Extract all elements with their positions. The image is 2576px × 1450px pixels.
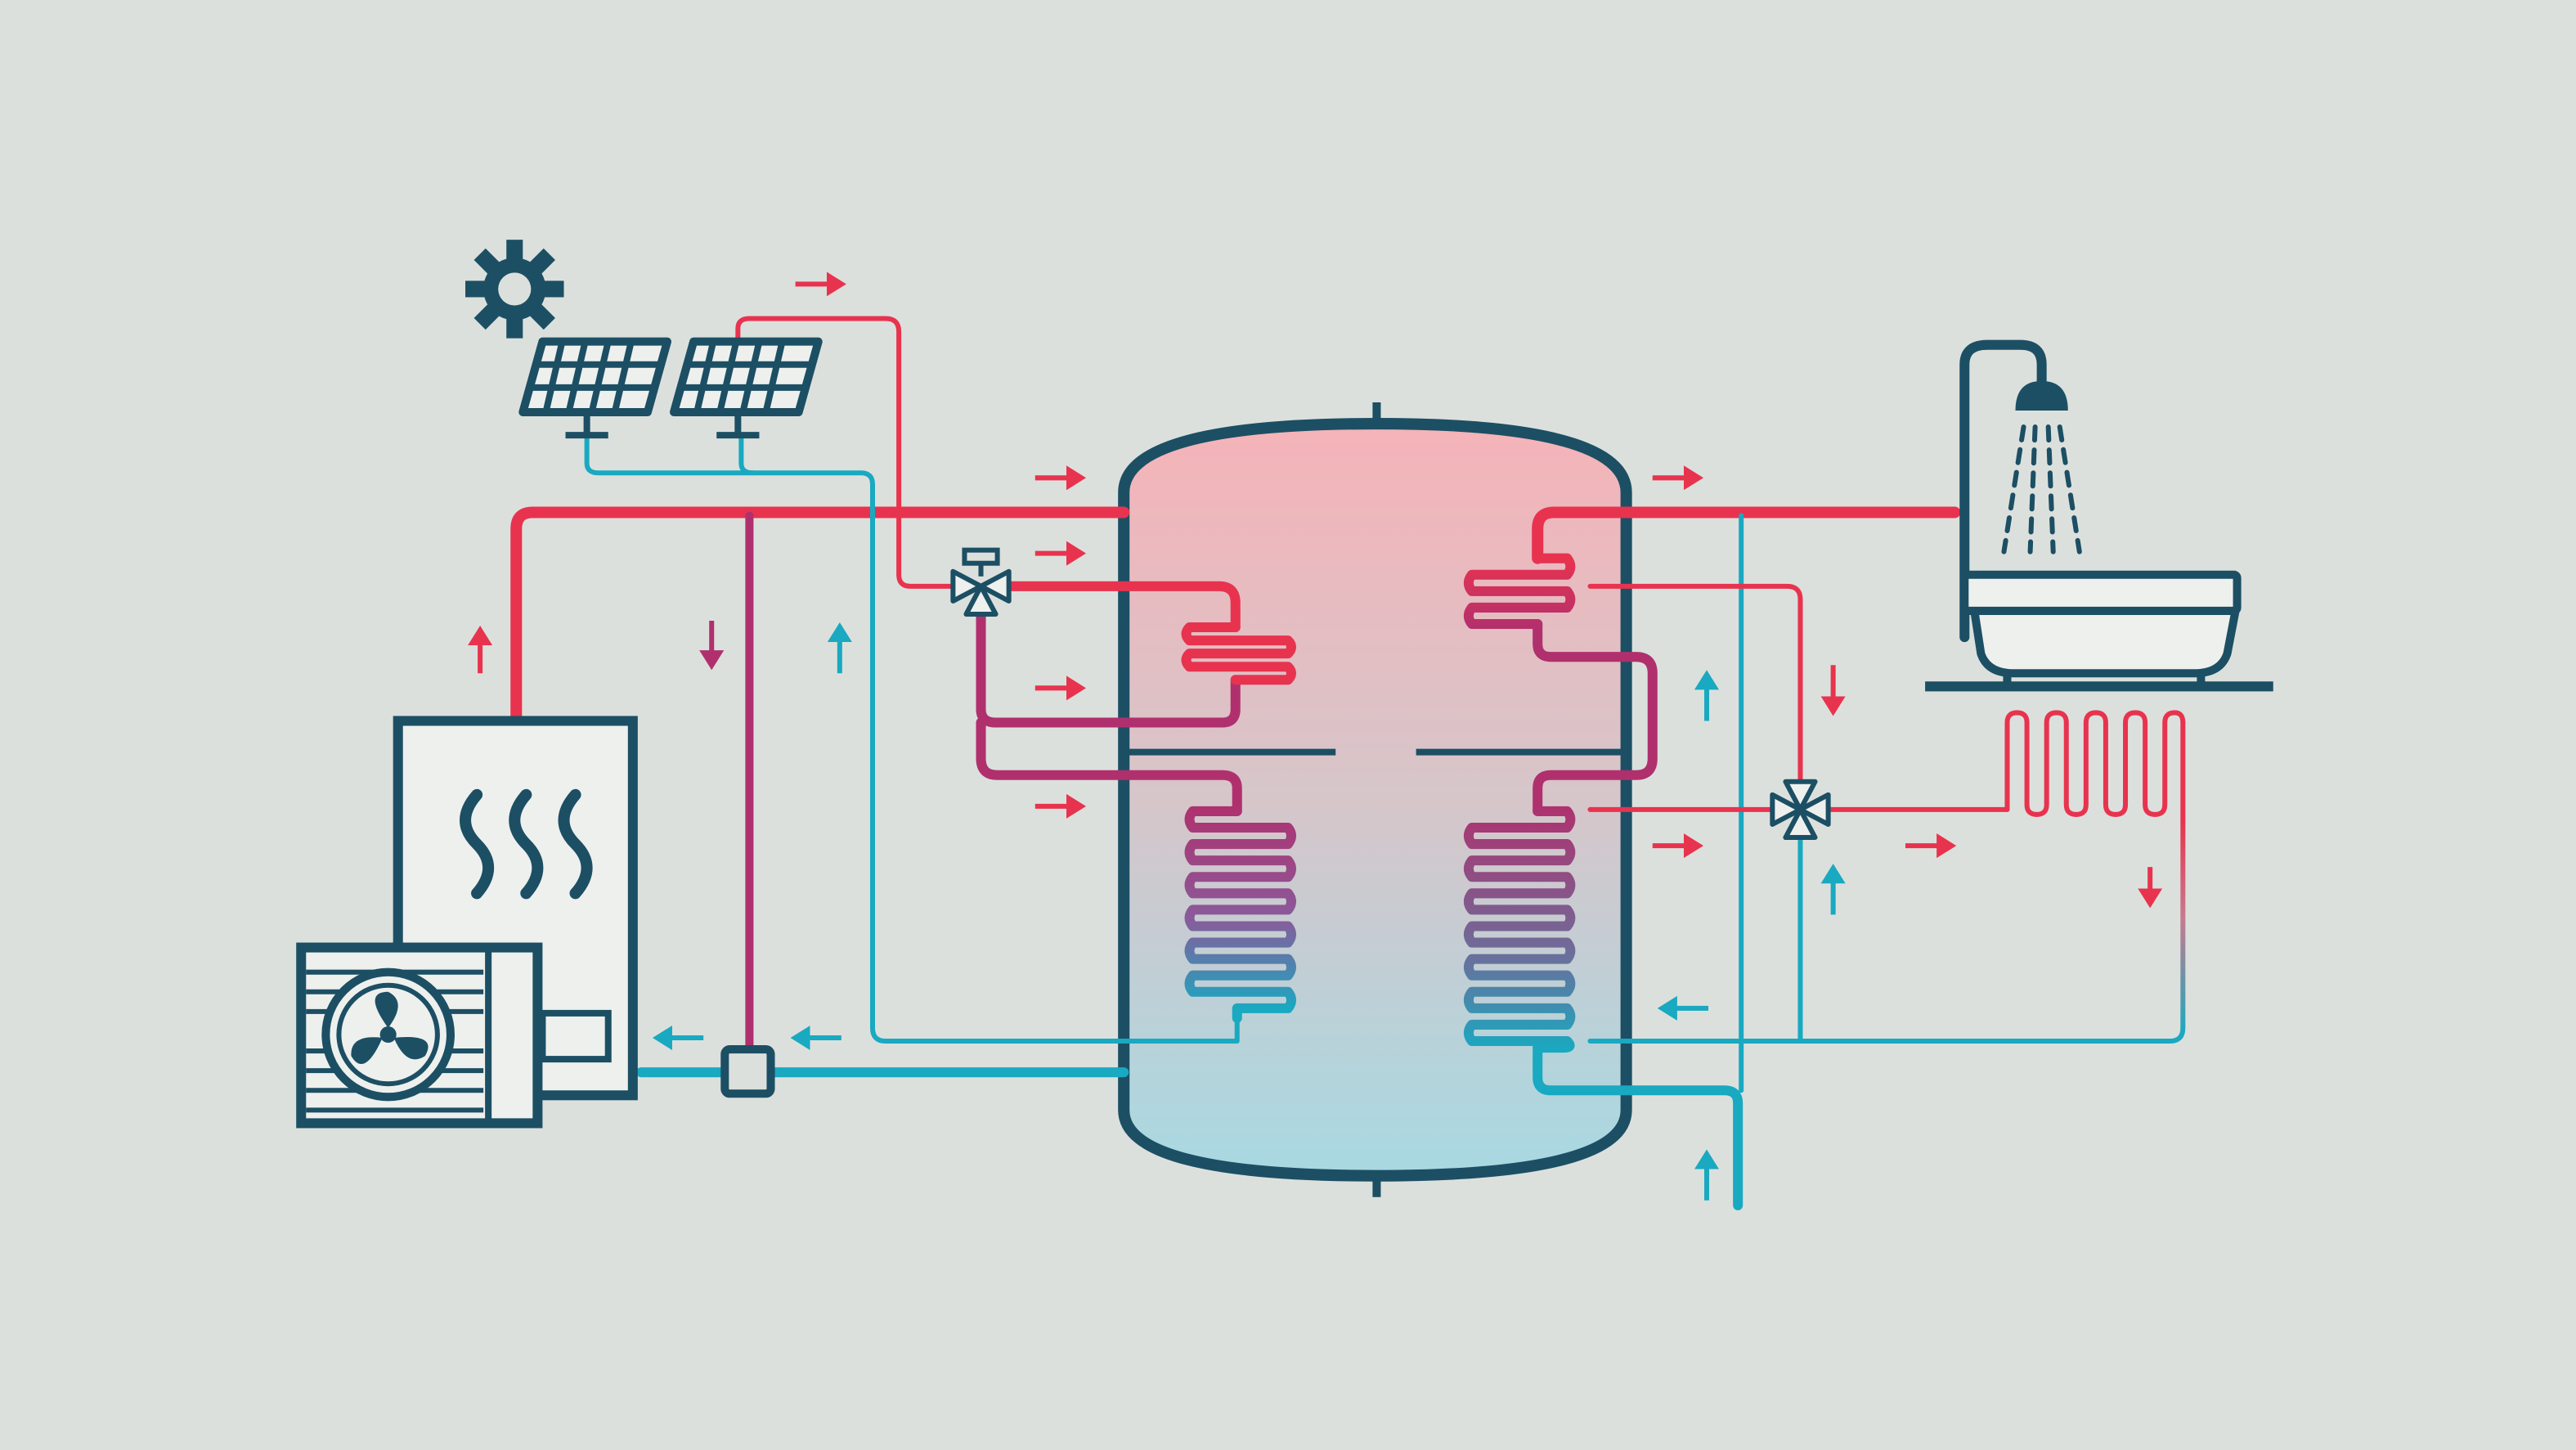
coil-lower-left <box>1184 806 1297 1023</box>
hot-water-outlet <box>1532 506 1961 564</box>
valve-icon <box>1770 779 1831 841</box>
valve-to-upper-coil <box>1003 581 1241 633</box>
coil-upper-right <box>1463 553 1576 630</box>
coil-upper-left <box>1181 622 1296 685</box>
pipework <box>510 316 2186 1210</box>
boiler-heat-icon <box>460 788 593 900</box>
coil-lower-right <box>1463 806 1576 1053</box>
shower-and-bath <box>1925 339 2273 692</box>
flow-arrows <box>468 272 2163 1201</box>
hot-pipe-boiler-supply <box>510 506 1130 724</box>
storage-tank <box>1118 402 1632 1197</box>
valve-icon <box>950 547 1012 617</box>
underfloor-return <box>1587 720 2186 1044</box>
solar-panel-icon <box>518 337 672 439</box>
solar-panel-icon <box>670 337 823 439</box>
sun-icon <box>465 240 564 339</box>
bathtub-icon <box>1925 570 2273 692</box>
underfloor-heating-coil <box>2004 710 2186 817</box>
fan-icon <box>321 967 455 1102</box>
junction-box <box>720 1045 775 1098</box>
solar-cold-pipe <box>584 433 1240 1044</box>
shower-head-icon <box>2001 380 2082 554</box>
solar-hot-pipe <box>735 316 956 589</box>
heat-pump-unit <box>296 942 543 1129</box>
